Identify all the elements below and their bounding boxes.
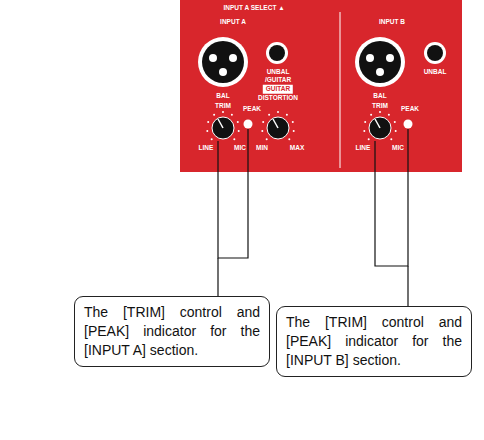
panel-label: UNBAL: [267, 69, 290, 76]
scale-dot: [231, 114, 233, 116]
scale-dot: [292, 121, 294, 123]
panel-label: /GUITAR: [265, 77, 291, 84]
panel-label: LINE: [356, 145, 371, 152]
scale-dot: [370, 114, 372, 116]
scale-dot: [364, 121, 366, 123]
panel-label: INPUT A SELECT ▲: [223, 5, 284, 12]
panel-label: GUITAR: [263, 85, 293, 94]
panel-label: DISTORTION: [258, 95, 298, 102]
panel-label: BAL: [373, 93, 386, 100]
scale-dot: [262, 121, 264, 123]
callout-box: The [TRIM] control and [PEAK] indicator …: [74, 296, 270, 367]
panel-label: MIC: [234, 145, 246, 152]
divider: [340, 12, 341, 168]
scale-dot: [222, 111, 224, 113]
scale-dot: [390, 138, 392, 140]
panel-label: TRIM: [215, 103, 231, 110]
scale-dot: [368, 138, 370, 140]
scale-dot: [237, 121, 239, 123]
knob: [212, 117, 391, 139]
leader-line: [218, 129, 408, 306]
scale-dot: [266, 138, 268, 140]
scale-dot: [395, 130, 397, 132]
callout-text: The [TRIM] control and [PEAK] indicator …: [286, 313, 462, 370]
callout-box: The [TRIM] control and [PEAK] indicator …: [276, 306, 472, 377]
scale-dot: [207, 121, 209, 123]
panel-label: PEAK: [401, 106, 419, 113]
scale-dot: [388, 114, 390, 116]
scale-dot: [394, 121, 396, 123]
scale-dot: [211, 138, 213, 140]
callout-text: The [TRIM] control and [PEAK] indicator …: [84, 303, 260, 360]
panel-label: INPUT B: [379, 19, 405, 26]
scale-dot: [233, 138, 235, 140]
panel-label: LINE: [199, 145, 214, 152]
panel-label: BAL: [216, 93, 229, 100]
panel-label: UNBAL: [424, 69, 447, 76]
scale-dot: [293, 130, 295, 132]
scale-dot: [268, 114, 270, 116]
panel-label: TRIM: [372, 103, 388, 110]
panel-face: [180, 0, 462, 172]
scale-dot: [261, 130, 263, 132]
phone-jack: [266, 42, 446, 64]
panel-label: MIN: [256, 145, 268, 152]
knob-scale: [206, 111, 396, 140]
panel-label: PEAK: [243, 106, 261, 113]
panel-label: MIC: [392, 145, 404, 152]
scale-dot: [277, 111, 279, 113]
xlr-jack: [198, 37, 248, 87]
scale-dot: [286, 114, 288, 116]
panel-label: INPUT A: [220, 19, 246, 26]
scale-dot: [363, 130, 365, 132]
scale-dot: [213, 114, 215, 116]
scale-dot: [288, 138, 290, 140]
scale-dot: [206, 130, 208, 132]
peak-led: [244, 120, 413, 129]
xlr-jack: [355, 37, 405, 87]
scale-dot: [238, 130, 240, 132]
panel-label: MAX: [290, 145, 304, 152]
scale-dot: [379, 111, 381, 113]
